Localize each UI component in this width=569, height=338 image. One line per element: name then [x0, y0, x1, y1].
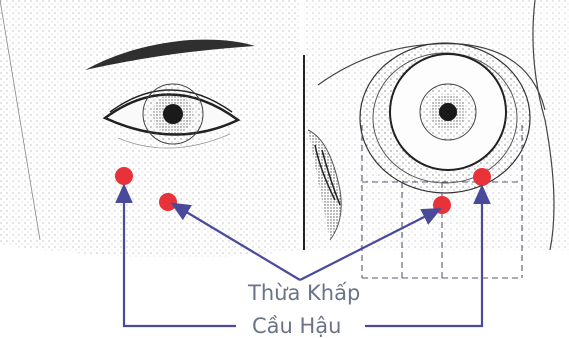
acupoint-marker	[159, 193, 177, 211]
label-thua-khap: Thừa Khấp	[247, 281, 360, 305]
label-cau-hau: Cầu Hậu	[252, 314, 342, 338]
acupoint-marker	[115, 167, 133, 185]
acupoint-marker	[473, 168, 491, 186]
skull-right	[304, 0, 569, 250]
acupoint-marker	[433, 196, 451, 214]
